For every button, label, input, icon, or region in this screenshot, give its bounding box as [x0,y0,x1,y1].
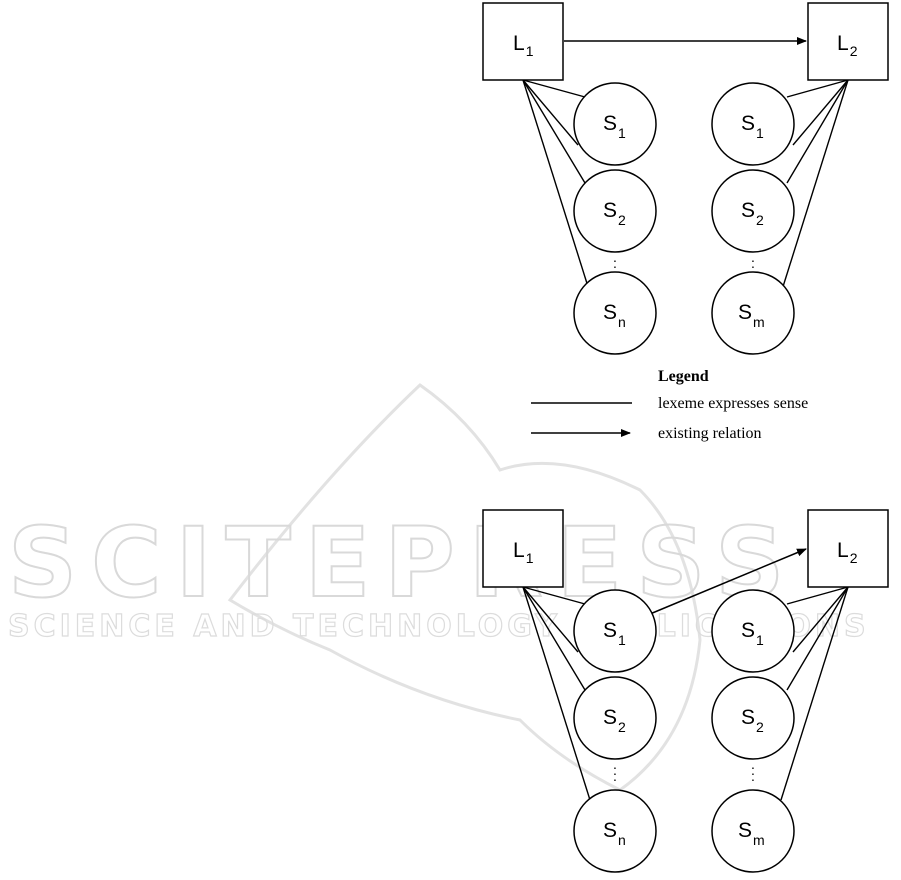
sense-node: S2 [712,170,794,252]
sense-node: Sn [574,272,656,354]
legend-line-label: lexeme expresses sense [658,395,808,412]
sense-node: S2 [574,677,656,759]
legend-title: Legend [658,368,709,385]
lexeme-box-l2: L2 [808,510,888,587]
expresses-line [523,80,578,145]
sense-node: S1 [574,83,656,165]
sense-node: Sm [712,790,794,872]
sense-node: S2 [712,677,794,759]
expresses-line [793,80,848,145]
ellipsis-dots: ... [613,756,617,784]
lexeme-box-l2: L2 [808,3,888,80]
sense-node: Sm [712,272,794,354]
expresses-line [787,80,848,183]
lexeme-box-l1: L1 [483,3,563,80]
legend: Legend lexeme expresses sense existing r… [531,368,808,442]
sense-node: S1 [712,590,794,672]
sense-node: S2 [574,170,656,252]
ellipsis-dots: ... [751,756,755,784]
legend-arrow-label: existing relation [658,425,762,442]
lexeme-box-l1: L1 [483,510,563,587]
diagram-1: L1 L2 S1 S2 ... Sn S1 S2 [483,3,888,354]
sense-node: S1 [712,83,794,165]
sense-node: Sn [574,790,656,872]
sense-node: S1 [574,590,656,672]
